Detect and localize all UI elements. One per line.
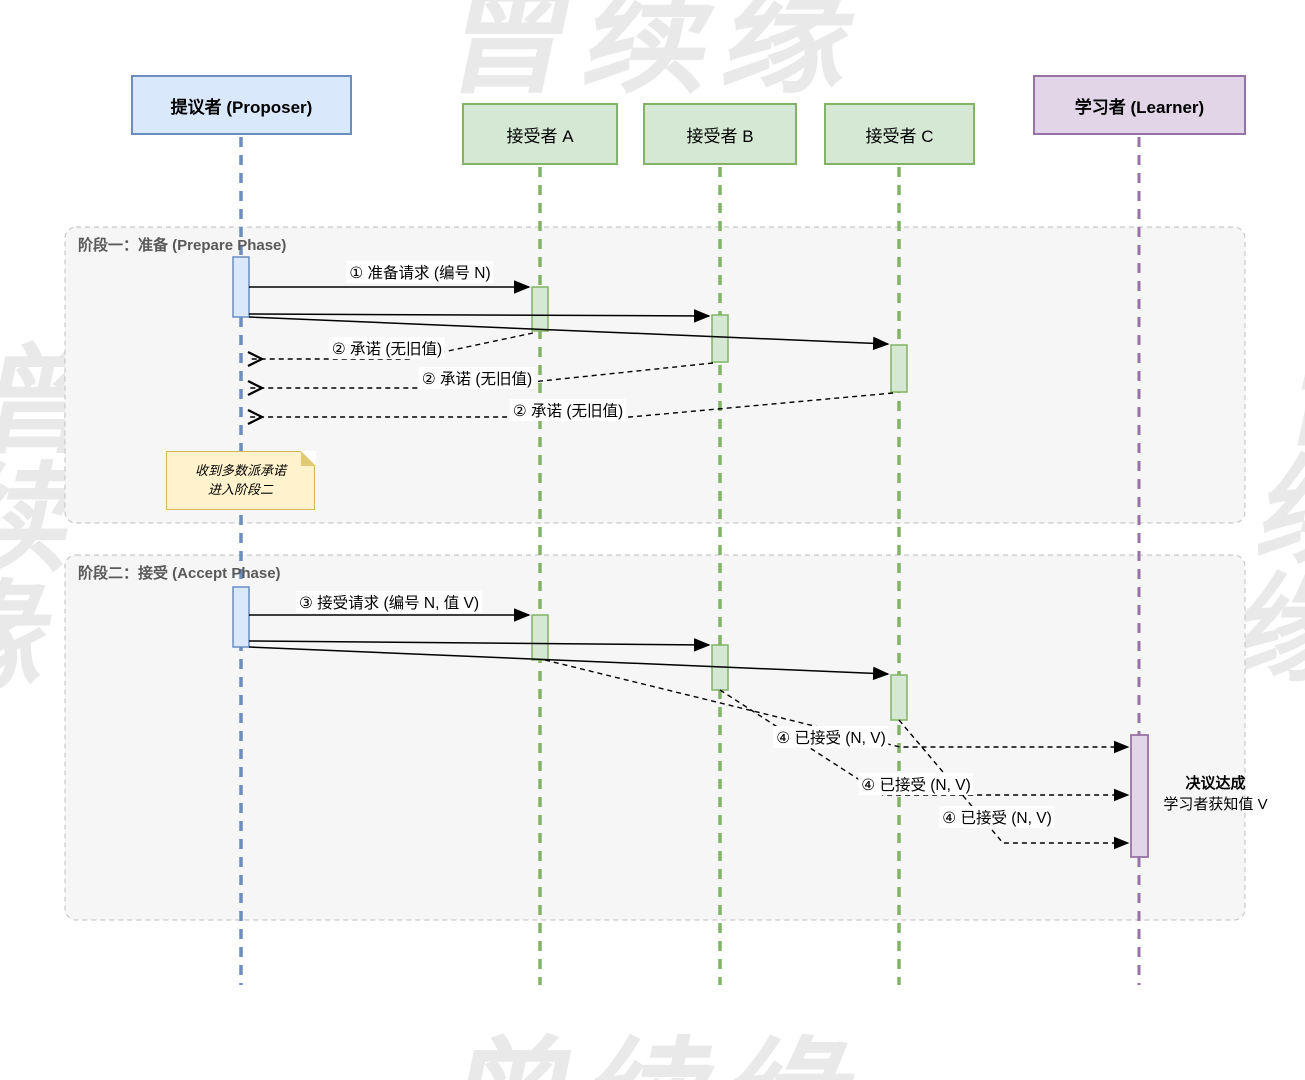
- consensus-result: 决议达成 学习者获知值 V: [1138, 773, 1293, 815]
- arrow-accept-to-b: [248, 638, 711, 652]
- arrow-accepted-from-a: [544, 659, 1130, 754]
- label-promise-from-a: ② 承诺 (无旧值): [328, 337, 446, 359]
- acceptor-b-activation-phase1: [711, 314, 729, 363]
- phase2-title: 阶段二：接受 (Accept Phase): [78, 565, 281, 582]
- note-line-2: 进入阶段二: [207, 481, 273, 497]
- actor-acceptor-a: 接受者 A: [462, 103, 618, 165]
- actor-learner: 学习者 (Learner): [1033, 75, 1246, 135]
- phase1-frame: [64, 226, 1246, 524]
- label-promise-from-b: ② 承诺 (无旧值): [418, 367, 536, 389]
- acceptor-c-activation-phase1: [890, 344, 908, 393]
- arrow-accepted-from-b: [719, 689, 1130, 802]
- actor-acceptor-a-label: 接受者 A: [506, 126, 574, 146]
- acceptor-a-activation-phase2: [531, 614, 549, 661]
- phase1-title: 阶段一：准备 (Prepare Phase): [78, 237, 287, 254]
- actor-acceptor-b-label: 接受者 B: [686, 126, 754, 146]
- label-accepted-from-a: ④ 已接受 (N, V): [773, 726, 889, 748]
- arrow-accepted-from-c: [898, 719, 1130, 850]
- acceptor-a-activation-phase1: [531, 286, 549, 332]
- consensus-result-subtitle: 学习者获知值 V: [1163, 796, 1268, 813]
- actor-acceptor-b: 接受者 B: [643, 103, 797, 165]
- arrow-promise-from-c: [248, 392, 894, 417]
- actor-learner-label: 学习者 (Learner): [1074, 97, 1205, 117]
- note-line-1: 收到多数派承诺: [194, 462, 286, 478]
- proposer-activation-phase2: [232, 586, 250, 648]
- label-accepted-from-b: ④ 已接受 (N, V): [858, 773, 974, 795]
- actor-proposer-label: 提议者 (Proposer): [170, 97, 313, 117]
- acceptor-c-activation-phase2: [890, 674, 908, 721]
- proposer-activation-phase1: [232, 256, 250, 318]
- actor-proposer: 提议者 (Proposer): [131, 75, 352, 135]
- label-accept-request: ③ 接受请求 (编号 N, 值 V): [295, 591, 483, 613]
- arrow-promise-from-b: [248, 362, 714, 388]
- label-prepare-request: ① 准备请求 (编号 N): [346, 261, 494, 283]
- actor-acceptor-c: 接受者 C: [824, 103, 975, 165]
- arrow-prepare-to-c: [248, 316, 890, 351]
- majority-promise-note: 收到多数派承诺 进入阶段二: [166, 450, 316, 510]
- arrow-prepare-to-b: [248, 309, 711, 323]
- label-accepted-from-c: ④ 已接受 (N, V): [939, 806, 1055, 828]
- label-promise-from-c: ② 承诺 (无旧值): [509, 399, 627, 421]
- consensus-result-title: 决议达成: [1185, 775, 1246, 792]
- actor-acceptor-c-label: 接受者 C: [865, 126, 934, 146]
- arrow-accept-to-c: [248, 646, 890, 681]
- learner-activation: [1130, 734, 1149, 858]
- phase2-frame: [64, 554, 1246, 921]
